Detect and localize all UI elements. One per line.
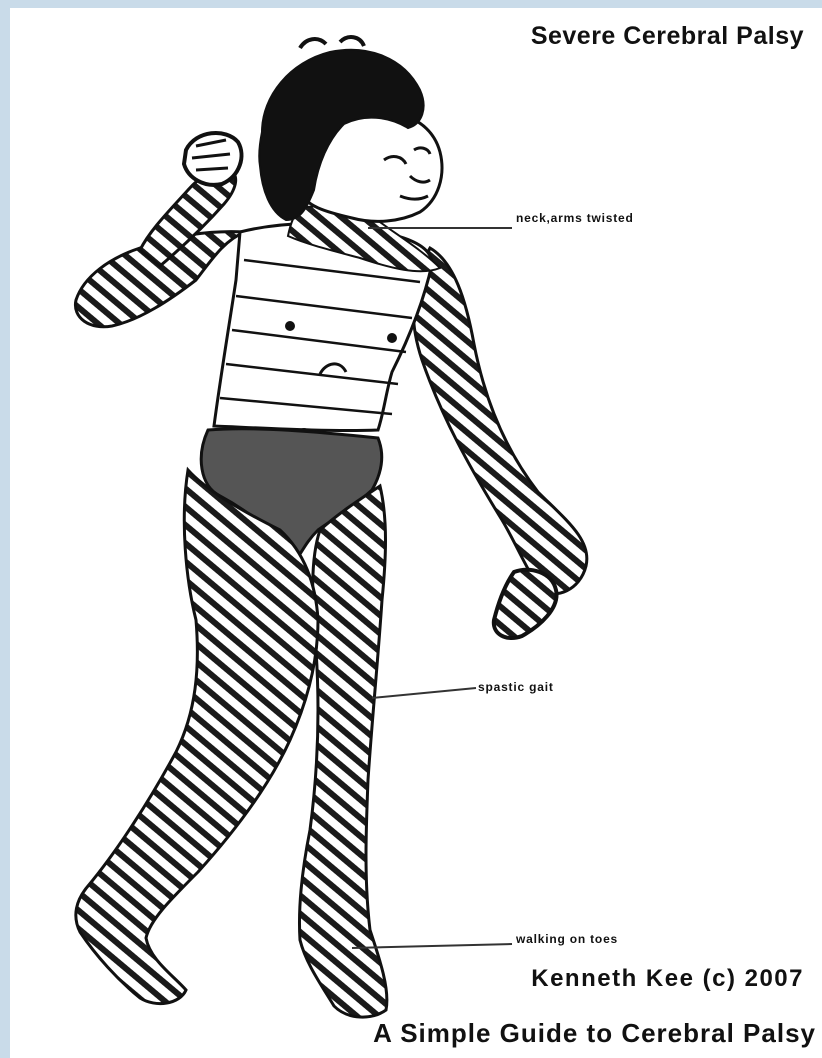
hanging-arm — [413, 248, 587, 594]
left-leg — [76, 470, 318, 1004]
leader-gait — [372, 688, 476, 698]
credit-text: Kenneth Kee (c) 2007 — [531, 965, 804, 993]
callout-gait-label: spastic gait — [478, 680, 554, 694]
callout-toes-label: walking on toes — [516, 932, 618, 946]
guide-title: A Simple Guide to Cerebral Palsy — [373, 1018, 816, 1049]
figure-title: Severe Cerebral Palsy — [531, 22, 804, 51]
hanging-hand — [494, 570, 557, 638]
right-leg — [299, 486, 386, 1017]
callout-neck-label: neck,arms twisted — [516, 211, 634, 225]
